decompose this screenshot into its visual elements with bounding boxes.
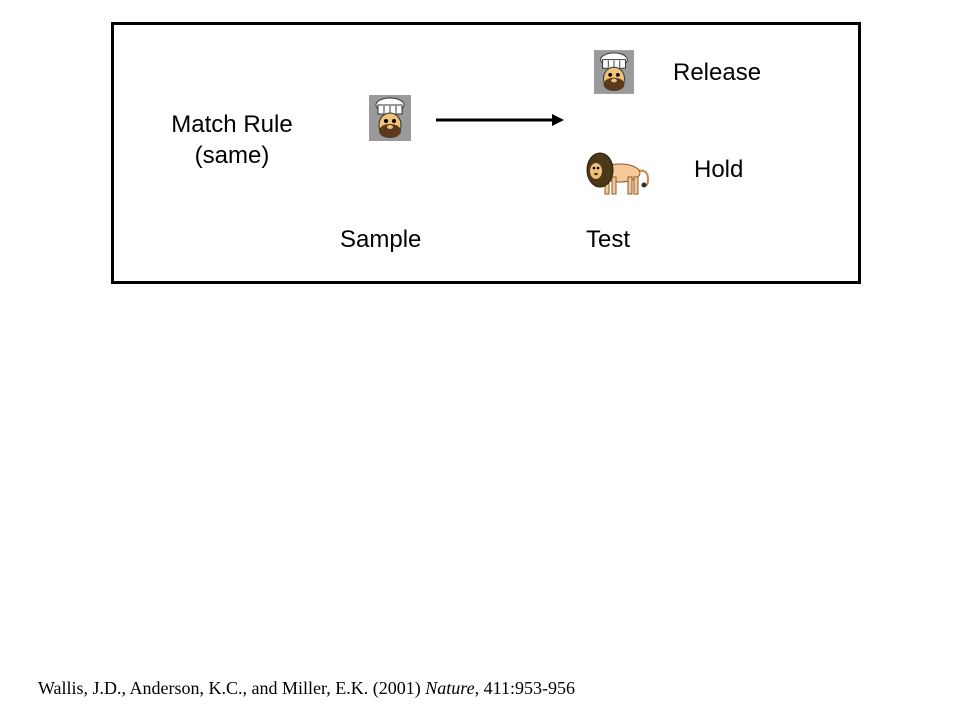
match-rule-title: Match Rule — [171, 111, 293, 138]
hold-label: Hold — [694, 156, 744, 183]
citation-authors: Wallis, J.D., Anderson, K.C., and Miller… — [38, 678, 426, 698]
citation-journal: Nature — [425, 678, 475, 698]
test-label: Test — [586, 226, 631, 253]
test-lion-icon — [586, 152, 650, 195]
match-rule-subtitle: (same) — [194, 142, 270, 169]
arrow-right-icon — [436, 114, 564, 126]
match-rule-label: Match Rule (same) — [162, 109, 302, 171]
release-label: Release — [673, 59, 762, 86]
citation: Wallis, J.D., Anderson, K.C., and Miller… — [38, 677, 575, 699]
sample-chef-face-icon — [369, 95, 411, 141]
sample-label: Sample — [340, 226, 422, 253]
diagram-panel: Match Rule (same) — [111, 22, 861, 284]
citation-details: , 411:953-956 — [474, 678, 575, 698]
test-chef-face-icon — [594, 50, 634, 94]
